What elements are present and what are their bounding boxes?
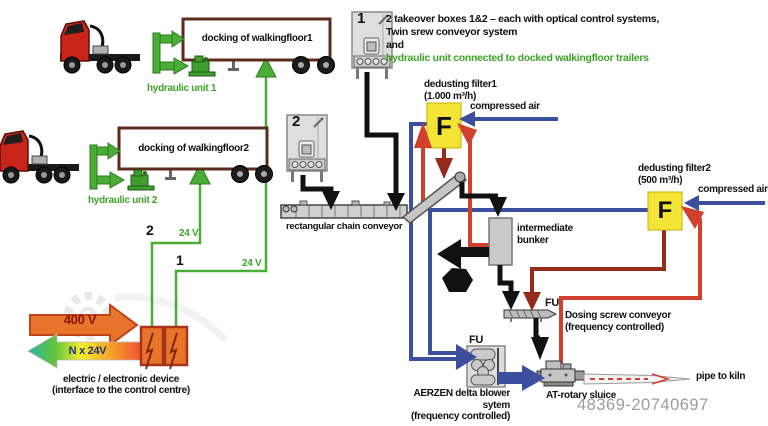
hydraulic-unit-2-label: hydraulic unit 2 — [88, 195, 158, 206]
dosing-label: Dosing screw conveyor (frequency control… — [565, 310, 671, 333]
annotation-line3: and — [386, 39, 404, 51]
red-dedusting-lines — [421, 138, 702, 364]
darkred-dust-return-lines — [442, 148, 666, 294]
sluice-label: AT-rotary sluice — [546, 390, 617, 401]
trailer-2-label: docking of walkingfloor2 — [138, 143, 249, 154]
annotation-line2: Twin srew conveyor system — [386, 26, 518, 38]
bunker-label: intermediate bunker — [517, 223, 573, 246]
inclined-conveyor — [401, 171, 468, 224]
blower-fu-label: FU — [469, 334, 484, 346]
annotation-line4: hydraulic unit connected to docked walki… — [386, 52, 649, 64]
compressed-air-1-label: compressed air — [470, 101, 540, 112]
dedusting-filter-2-box — [647, 191, 683, 231]
control-line-2-number: 2 — [146, 222, 154, 238]
hydraulic-unit-2-icon — [89, 142, 155, 191]
annotation-line1: 2 takeover boxes 1&2 – each with optical… — [386, 13, 659, 25]
reject-arrow-icon — [437, 239, 489, 269]
chain-conveyor-label: rectangular chain conveyor — [286, 221, 403, 232]
blower-label: AERZEN delta blower sytem (frequency con… — [411, 388, 510, 422]
truck-1-icon — [58, 19, 142, 75]
chain-conveyor — [280, 200, 408, 219]
filter-2-symbol: F — [657, 197, 673, 224]
compressed-air-2-label: compressed air — [698, 184, 768, 195]
mains-voltage-label: 400 V — [63, 312, 97, 327]
dedusting-filter-1-box — [426, 102, 462, 149]
blue-air-lines — [409, 117, 765, 361]
dosing-screw-conveyor — [503, 309, 558, 322]
trailer-1 — [181, 17, 335, 74]
watermark-id: 48369-20740697 — [577, 396, 709, 414]
blower-output-arrow-icon — [498, 365, 545, 391]
control-line-1-number: 1 — [176, 252, 184, 268]
material-flow-lines — [300, 72, 549, 360]
red-arrowheads — [414, 122, 704, 311]
electronic-device-icon — [139, 325, 189, 370]
pipe-label: pipe to kiln — [696, 371, 746, 382]
takeover-box-2-number: 2 — [292, 113, 301, 130]
control-arrow-2-icon — [189, 162, 211, 185]
filter-1-symbol: F — [436, 110, 452, 141]
takeover-box-1-number: 1 — [357, 10, 366, 27]
green-control-lines — [150, 56, 277, 327]
trailer-2 — [117, 126, 273, 183]
reject-material-icon — [442, 268, 473, 292]
electronic-device-label: electric / electronic device (interface … — [52, 373, 190, 397]
truck-2-icon — [0, 129, 81, 185]
intermediate-bunker — [488, 217, 513, 266]
trailer-1-label: docking of walkingfloor1 — [201, 33, 313, 44]
filter-2-title: dedusting filter2 (500 m³/h) — [638, 163, 711, 186]
pipe-to-kiln — [583, 373, 691, 385]
n24v-rainbow-arrow-icon — [27, 333, 148, 369]
control-line-2-voltage: 24 V — [179, 228, 199, 239]
filter-1-title: dedusting filter1 (1.000 m³/h) — [424, 79, 497, 102]
hydraulic-unit-1-icon — [152, 30, 216, 77]
control-voltage-label: N x 24V — [68, 345, 107, 357]
control-line-1-voltage: 24 V — [242, 258, 262, 269]
control-arrow-1-icon — [255, 56, 277, 78]
rotary-sluice — [536, 360, 585, 387]
dosing-fu-label: FU — [545, 297, 560, 309]
blue-arrowheads — [456, 111, 699, 391]
hydraulic-unit-1-label: hydraulic unit 1 — [147, 83, 217, 94]
